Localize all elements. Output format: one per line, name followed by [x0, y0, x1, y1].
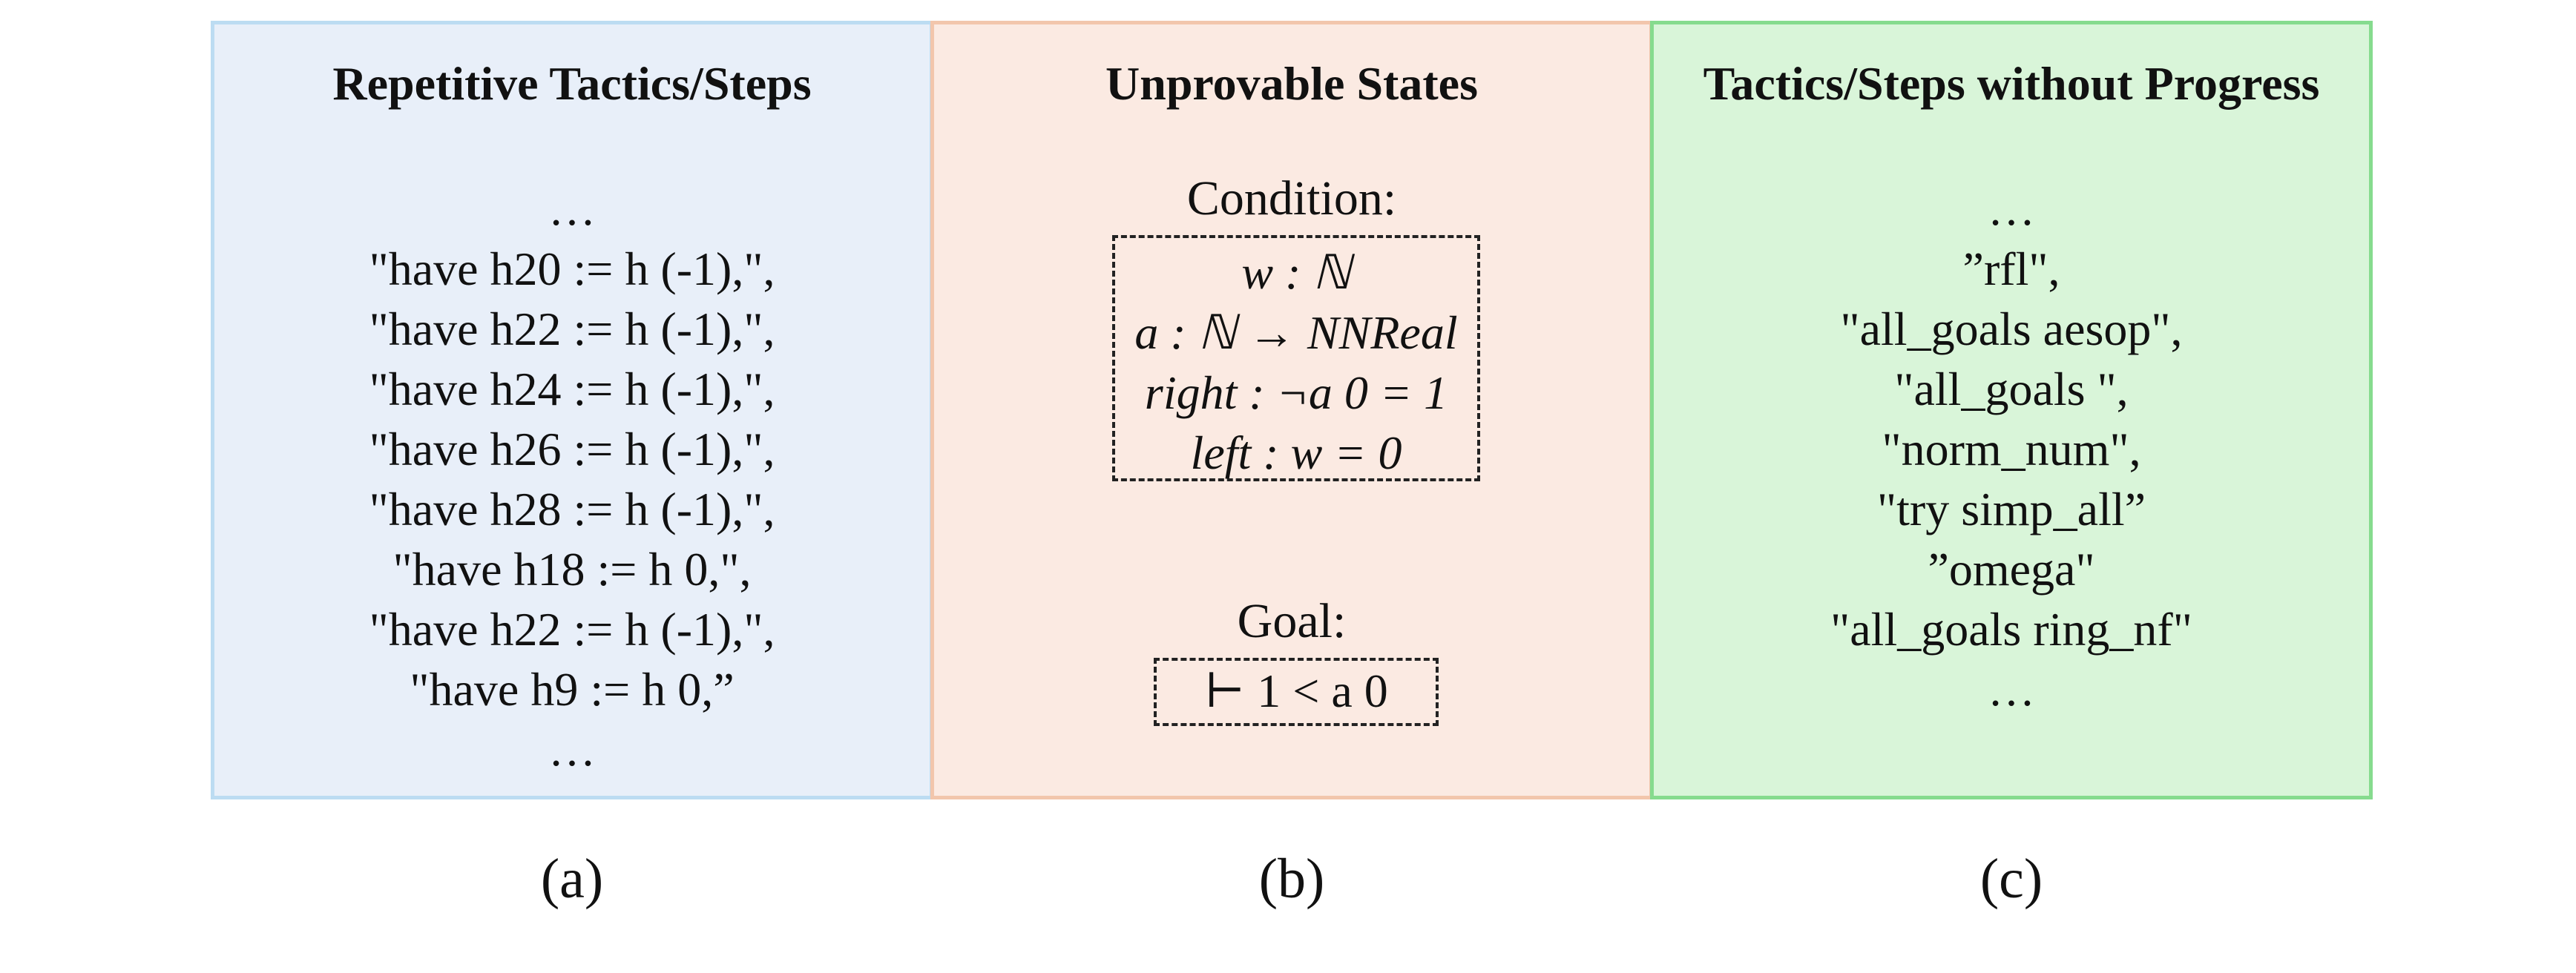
list-item: "all_goals ring_nf" [1830, 603, 2192, 656]
list-item: "have h26 := h (-1),", [369, 423, 775, 475]
list-item: "have h22 := h (-1),", [369, 303, 775, 355]
panel-c-title: Tactics/Steps without Progress [1703, 57, 2320, 110]
goal-box: ⊢ 1 < a 0 [1154, 658, 1439, 726]
list-item: "norm_num", [1882, 423, 2141, 475]
list-item: "have h9 := h 0,” [410, 663, 735, 716]
panel-repetitive-tactics: Repetitive Tactics/Steps … "have h20 := … [211, 21, 933, 799]
condition-line: left : w = 0 [1190, 426, 1402, 479]
list-item: … [548, 182, 596, 235]
condition-line: a : ℕ → NNReal [1134, 306, 1458, 359]
panel-tactics-without-progress: Tactics/Steps without Progress … ”rfl", … [1650, 21, 2373, 799]
caption-c: (c) [1979, 848, 2043, 910]
list-item: "have h28 := h (-1),", [369, 483, 775, 535]
list-item: "have h20 := h (-1),", [369, 243, 775, 295]
list-item: "have h24 := h (-1),", [369, 363, 775, 415]
no-progress-tactics-list: … ”rfl", "all_goals aesop", "all_goals "… [1654, 179, 2369, 719]
list-item: ”rfl", [1962, 243, 2060, 295]
repetitive-tactics-list: … "have h20 := h (-1),", "have h22 := h … [214, 179, 930, 779]
list-item: ”omega" [1928, 543, 2095, 596]
panel-a-title: Repetitive Tactics/Steps [332, 57, 812, 110]
condition-line: right : ¬a 0 = 1 [1144, 366, 1448, 419]
panel-unprovable-states: Unprovable States Condition: w : ℕ a : ℕ… [930, 21, 1653, 799]
condition-box: w : ℕ a : ℕ → NNReal right : ¬a 0 = 1 le… [1112, 235, 1480, 481]
caption-b: (b) [1258, 848, 1325, 910]
list-item: … [548, 723, 596, 776]
list-item: "try simp_all” [1876, 483, 2146, 535]
list-item: "all_goals ", [1894, 363, 2129, 415]
list-item: "have h22 := h (-1),", [369, 603, 775, 656]
caption-a: (a) [540, 848, 604, 910]
goal-label: Goal: [1237, 594, 1347, 648]
list-item: … [1988, 182, 2035, 235]
list-item: "all_goals aesop", [1840, 303, 2183, 355]
condition-label: Condition: [1186, 171, 1397, 225]
list-item: … [1988, 663, 2035, 716]
list-item: "have h18 := h 0,", [392, 543, 752, 596]
panel-b-title: Unprovable States [1105, 57, 1478, 110]
condition-line: w : ℕ [1241, 246, 1351, 299]
